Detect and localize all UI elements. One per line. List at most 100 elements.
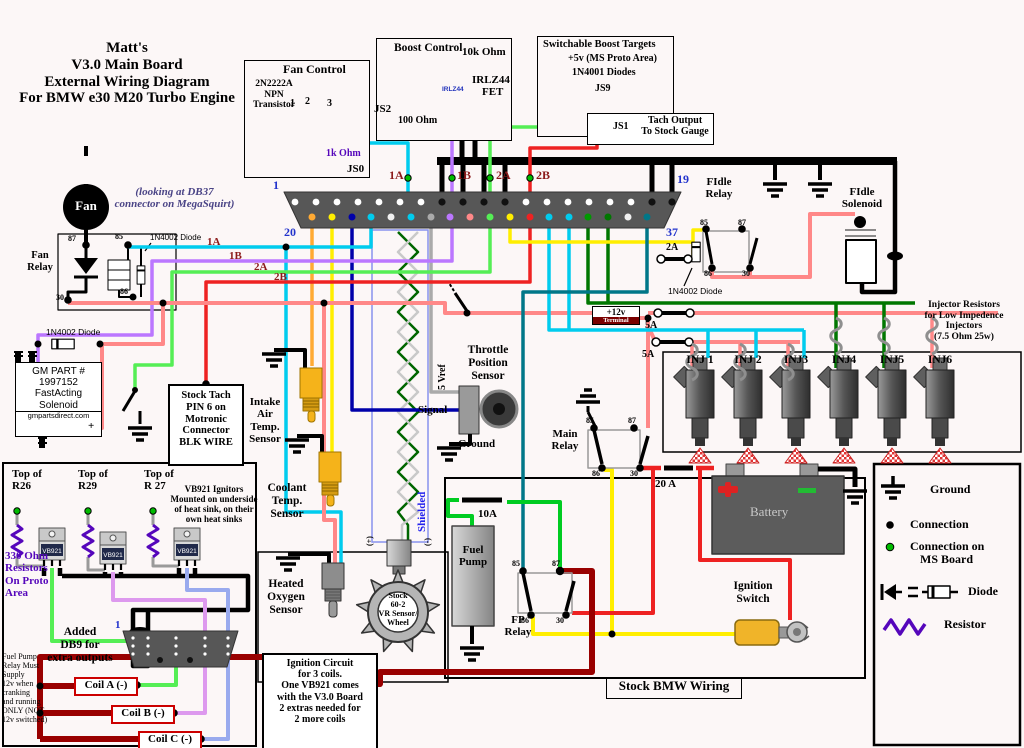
js2-label: JS2 [374,103,392,115]
coil-c-label: Coil C (-) [138,731,202,748]
legend-icons [879,476,958,636]
inj2-label: INJ 2 [734,354,762,366]
legend-diode-label: Diode [968,584,998,598]
ignitor-section-box [2,462,257,747]
boost-targets-5v-label: +5v (MS Proto Area) [568,53,657,64]
inj1-label: INJ 1 [686,354,714,366]
vr-wheel-icon [354,569,442,655]
legend-box [872,462,1022,747]
inj5-label: INJ5 [879,354,905,366]
fan-control-title: Fan Control [283,62,346,76]
fan-control-box [244,60,370,178]
db37-pin19-label: 19 [677,172,689,186]
fp-relay-85: 85 [512,559,520,568]
boost-10k-label: 10k Ohm [462,46,506,58]
fuse-20a-label: 20 A [655,478,677,490]
shield-minus-label: (-) [423,538,432,546]
wires [10,50,998,743]
main-relay-85: 85 [586,416,594,425]
fan-relay-30: 30 [56,293,64,302]
stock-bmw-wiring-label: Stock BMW Wiring [606,678,742,699]
shield-plus-label: (+) [365,536,374,546]
fidle-relay-30: 30 [742,269,750,278]
inj3-label: INJ3 [783,354,809,366]
fp-relay-86: 86 [521,616,529,625]
legend-resistor-label: Resistor [944,617,986,631]
wire-label-2b-top: 2B [536,168,551,182]
wire-label-1b-top: 1B [457,168,472,182]
junction-dots [34,225,754,743]
tach-output-box [587,113,714,145]
fan-relay-86: 86 [120,287,128,296]
fan-relay-87: 87 [68,234,76,243]
battery-label: Battery [750,504,789,519]
gm-diode-label: 1N4002 Diode [46,327,101,337]
js0-label: JS0 [347,163,365,175]
boost-control-box [376,38,512,141]
fp-relay-87: 87 [552,559,560,568]
tps-vref-label: 5 Vref [437,364,448,390]
wire-label-2a-top: 2A [496,168,511,182]
wire-label-1b-left: 1B [229,250,242,262]
fan-resistor-label: 1k Ohm [326,148,361,159]
fidle-relay-86: 86 [704,269,712,278]
legend-connection-label: Connection [910,517,969,531]
transistor-pin3-label: 3 [327,98,332,109]
db37-pin37-label: 37 [666,225,678,239]
fan-relay-diode-label: 1N4002 Diode [150,233,202,242]
db37-pin20-label: 20 [284,225,296,239]
db9-connector-icon [122,630,239,668]
fp-relay-30: 30 [556,616,564,625]
fuse-5a-2-label: 5A [642,349,655,360]
wire-label-2b-left: 2B [274,271,287,283]
boost-control-title: Boost Control [394,42,463,54]
fan-relay-85: 85 [115,232,123,241]
main-relay-86: 86 [592,469,600,478]
shielded-label: Shielded [416,491,428,532]
wire-label-2a-left: 2A [254,261,268,273]
wire-label-1a-top: 1A [389,168,404,182]
1n4001-diodes-label: 1N4001 Diodes [572,67,636,78]
fuse-2a-label: 2A [666,242,679,253]
fidle-relay-85: 85 [700,218,708,227]
main-relay-87: 87 [628,416,636,425]
js9-label: JS9 [595,83,611,94]
coil-b-label: Coil B (-) [111,705,175,724]
boost-targets-title: Switchable Boost Targets [543,39,656,50]
gm-plus-label: + [88,420,95,432]
main-relay-30: 30 [630,469,638,478]
irlz44-chip-label: IRLZ44 [442,86,464,93]
fidle-relay-87: 87 [738,218,746,227]
fuse-10a-label: 10A [478,508,497,520]
inj4-label: INJ4 [831,354,857,366]
db37-connector-icon [283,191,682,229]
legend-ground-label: Ground [930,482,971,496]
coil-a-label: Coil A (-) [74,677,138,696]
fidle-diode-label: 1N4002 Diode [668,286,723,296]
